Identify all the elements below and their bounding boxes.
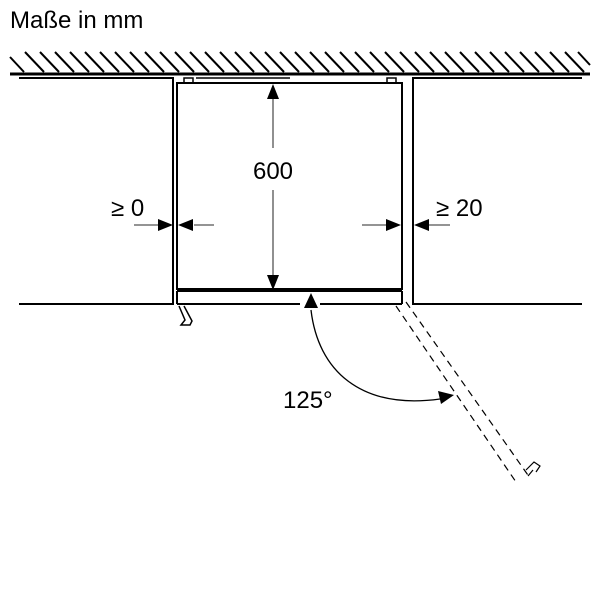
left-cabinet: [19, 77, 174, 305]
open-door-handle: [525, 461, 541, 477]
depth-label: 600: [253, 158, 293, 185]
door-handle: [178, 305, 193, 326]
open-door-outline: [395, 301, 531, 483]
door-angle-label: 125°: [283, 387, 333, 414]
wall-hatching: [9, 51, 591, 73]
right-gap-dimension: [362, 219, 450, 231]
depth-dimension: [267, 84, 279, 290]
right-gap-label: ≥ 20: [436, 195, 483, 222]
left-gap-label: ≥ 0: [111, 195, 144, 222]
right-cabinet: [412, 77, 582, 305]
door-angle-arc: [304, 293, 454, 404]
appliance-door: [176, 290, 403, 305]
units-title: Maße in mm: [10, 7, 143, 34]
left-gap-dimension: [134, 219, 214, 231]
appliance-body: [176, 77, 403, 290]
